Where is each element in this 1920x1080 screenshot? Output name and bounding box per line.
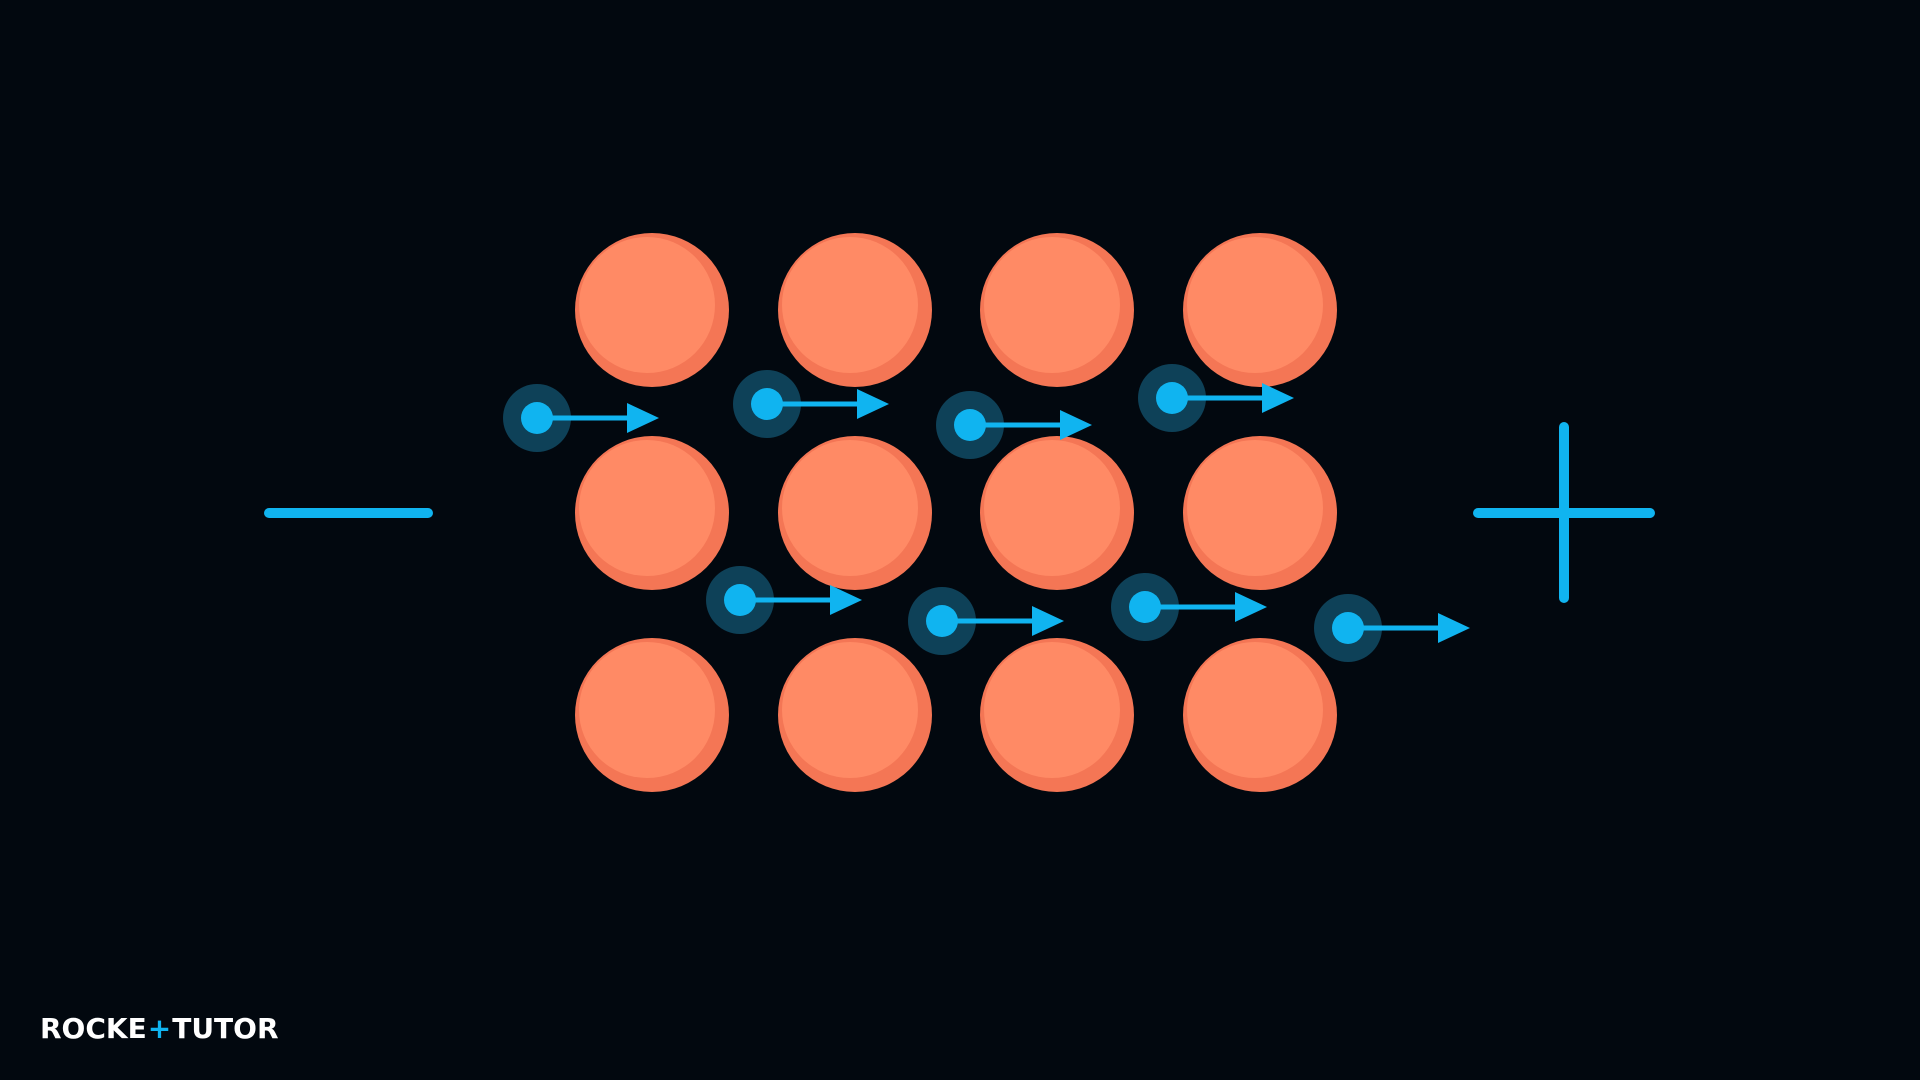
electron [503,384,659,452]
metal-ion [1183,436,1337,590]
electron [1314,594,1470,662]
metal-ion [980,638,1134,792]
electron [908,587,1064,655]
arrow-right-icon [857,389,889,419]
electron-particle [724,584,756,616]
electron-particle [1156,382,1188,414]
electron-particle [954,409,986,441]
metal-ion [575,233,729,387]
electron [706,566,862,634]
arrow-right-icon [1262,383,1294,413]
electron [1111,573,1267,641]
metal-ion-lattice [575,233,1337,792]
electron [1138,364,1294,432]
electron [733,370,889,438]
metal-ion [1183,233,1337,387]
logo-plus-icon: + [147,1011,172,1045]
arrow-right-icon [1060,410,1092,440]
metal-ion [575,638,729,792]
arrow-right-icon [1032,606,1064,636]
electron-particle [751,388,783,420]
metal-ion [980,233,1134,387]
arrow-right-icon [830,585,862,615]
arrow-right-icon [1438,613,1470,643]
metal-ion [1183,638,1337,792]
metal-ion [778,233,932,387]
free-electrons [503,364,1470,662]
metal-ion [778,436,932,590]
logo-text-part3: R [256,1011,279,1045]
electron-particle [1332,612,1364,644]
metal-ion [980,436,1134,590]
battery-terminals [264,422,1655,603]
electron-particle [1129,591,1161,623]
logo-text-part2: TUTO [172,1011,257,1045]
logo-text-part1: ROCKE [40,1011,147,1045]
positive-terminal-icon [1473,422,1655,603]
electron-particle [521,402,553,434]
metal-ion [778,638,932,792]
arrow-right-icon [1235,592,1267,622]
arrow-right-icon [627,403,659,433]
electron [936,391,1092,459]
metal-ion [575,436,729,590]
electron-particle [926,605,958,637]
